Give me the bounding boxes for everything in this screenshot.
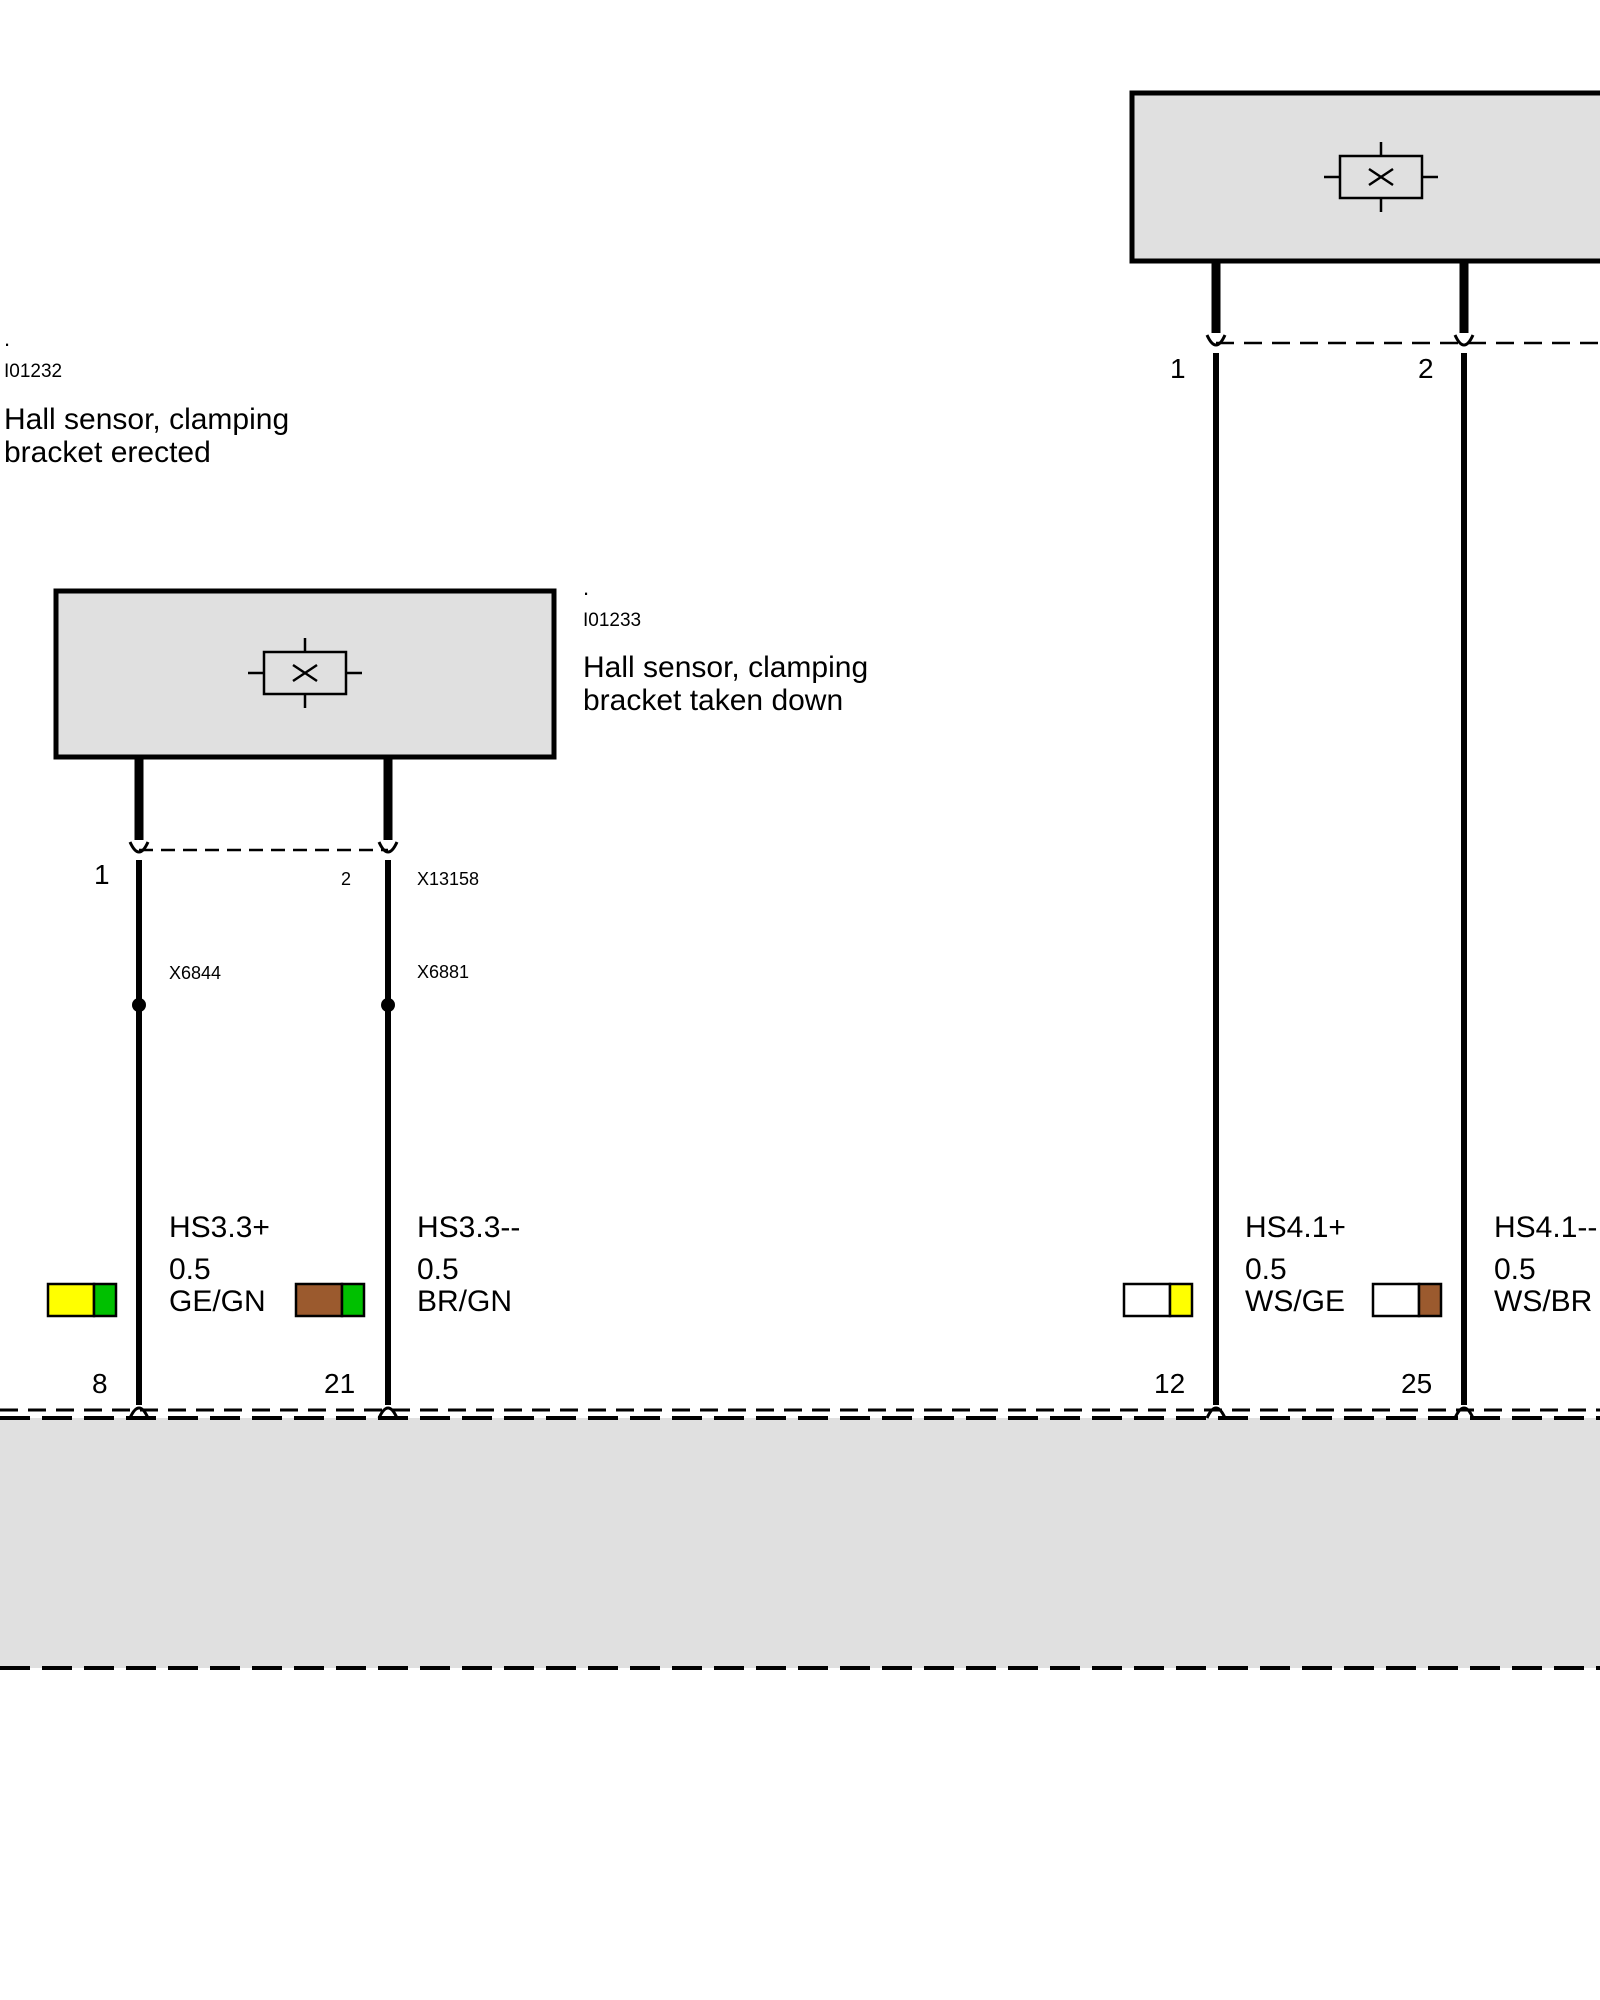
pin-label: 1 (94, 859, 110, 890)
wire-hs41-plus (1205, 261, 1227, 1419)
wire-gauge-label: 0.5 (169, 1253, 211, 1286)
wire-hs33-minus (377, 757, 399, 1419)
taken-down-name-line2: bracket taken down (583, 684, 843, 717)
wire-color-label: WS/GE (1245, 1285, 1345, 1318)
pin-label: 25 (1401, 1368, 1432, 1399)
color-swatch-ws-br (1371, 1282, 1443, 1318)
hall-sensor-symbol-icon (1324, 142, 1438, 212)
wire-signal-label: HS3.3+ (169, 1211, 270, 1244)
wire-color-label: WS/BR (1494, 1285, 1592, 1318)
pin-label: 2 (341, 869, 351, 889)
hall-sensor-taken-down-box (53, 588, 557, 760)
splice-id: X6844 (169, 963, 221, 983)
hall-sensor-erected-box (1129, 90, 1600, 264)
pin-label: 8 (92, 1368, 108, 1399)
connector-id: X13158 (417, 869, 479, 889)
color-swatch-br-gn (294, 1282, 366, 1318)
pin-label: 21 (324, 1368, 355, 1399)
control-unit-block (0, 1408, 1600, 1670)
color-swatch-ge-gn (46, 1282, 118, 1318)
color-swatch-ws-ge (1122, 1282, 1194, 1318)
erected-name-line2: bracket erected (4, 436, 211, 469)
taken-down-dot: . (583, 575, 589, 600)
taken-down-id: I01233 (583, 610, 641, 631)
wire-hs41-minus (1453, 261, 1475, 1419)
splice-point (132, 998, 146, 1012)
wire-signal-label: HS4.1+ (1245, 1211, 1346, 1244)
pin-label: 12 (1154, 1368, 1185, 1399)
splice-id: X6881 (417, 962, 469, 982)
pin-label: 1 (1170, 353, 1186, 384)
hall-sensor-symbol-icon (248, 638, 362, 708)
erected-id: I01232 (4, 361, 62, 382)
wire-signal-label: HS4.1-- (1494, 1211, 1597, 1244)
taken-down-name-line1: Hall sensor, clamping (583, 651, 868, 684)
erected-dot: . (4, 326, 10, 351)
splice-point (381, 998, 395, 1012)
wire-color-label: GE/GN (169, 1285, 266, 1318)
wire-gauge-label: 0.5 (417, 1253, 459, 1286)
erected-name-line1: Hall sensor, clamping (4, 403, 289, 436)
wire-hs33-plus (128, 757, 150, 1419)
wire-signal-label: HS3.3-- (417, 1211, 520, 1244)
wire-gauge-label: 0.5 (1245, 1253, 1287, 1286)
wire-color-label: BR/GN (417, 1285, 512, 1318)
pin-label: 2 (1418, 353, 1434, 384)
wire-gauge-label: 0.5 (1494, 1253, 1536, 1286)
